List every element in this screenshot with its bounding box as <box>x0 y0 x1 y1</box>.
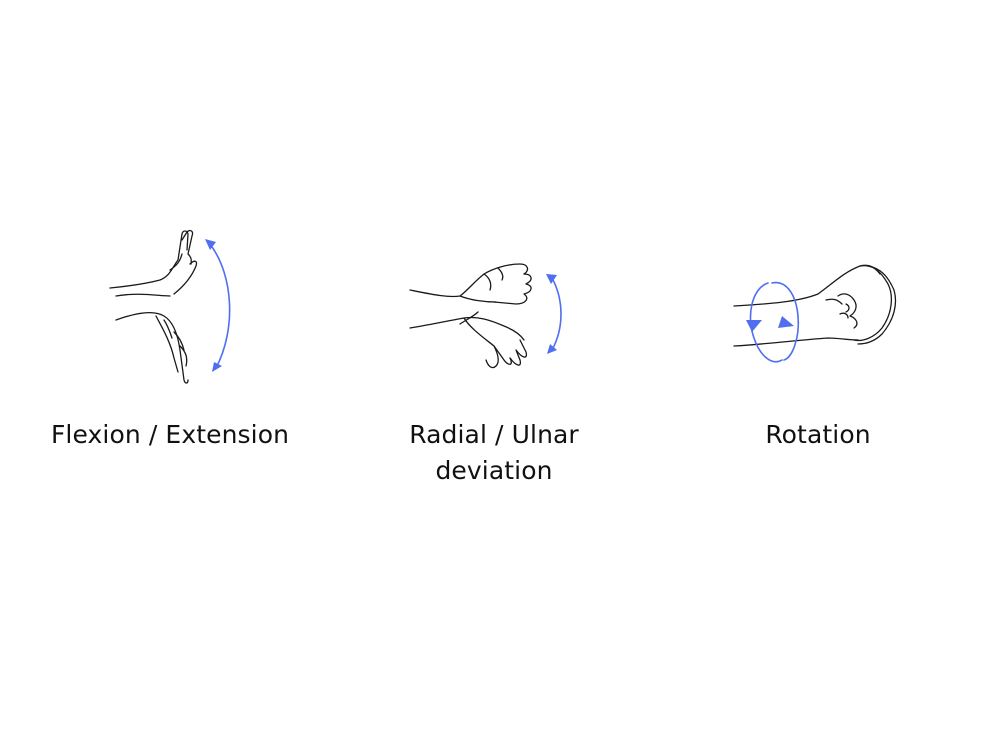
hand-flexion-extension-icon <box>109 229 231 384</box>
radial-ulnar-line-2: deviation <box>435 456 553 485</box>
radial-ulnar-deviation-label: Radial / Ulnar deviation <box>344 417 644 489</box>
rotation-line-1: Rotation <box>765 420 871 449</box>
hand-radial-ulnar-deviation-icon <box>409 263 562 369</box>
rotation-label: Rotation <box>668 417 968 453</box>
radial-ulnar-line-1: Radial / Ulnar <box>409 420 579 449</box>
flexion-extension-line-1: Flexion / Extension <box>50 420 290 449</box>
fist-rotation-icon <box>733 264 897 363</box>
flexion-extension-label: Flexion / Extension <box>20 417 320 453</box>
